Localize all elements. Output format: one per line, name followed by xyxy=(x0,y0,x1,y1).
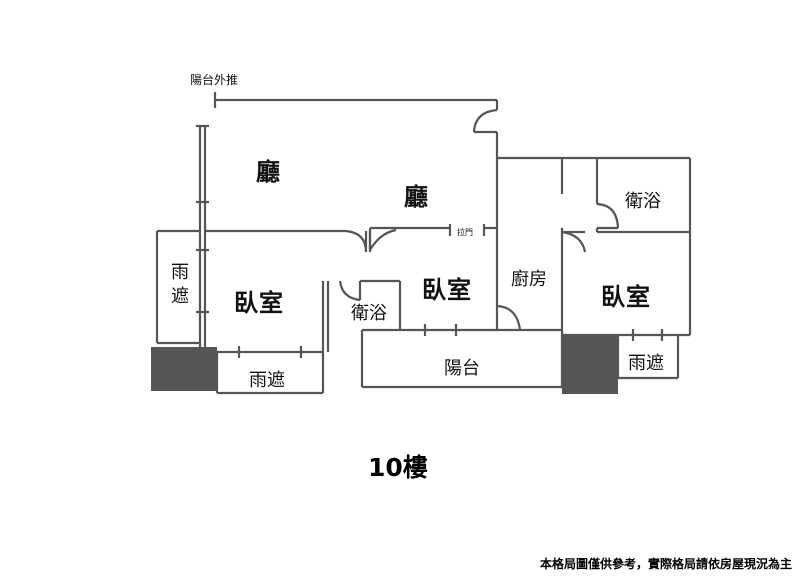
kitchen-label: 廚房 xyxy=(511,269,547,290)
canopy-left-label: 雨遮 xyxy=(168,262,189,310)
bedroom-right-label: 臥室 xyxy=(601,283,651,311)
living-room-label-1: 廳 xyxy=(256,158,281,186)
canopy-right-label: 雨遮 xyxy=(628,353,664,374)
living-room-label-2: 廳 xyxy=(404,183,429,211)
bathroom-mid-label: 衛浴 xyxy=(351,303,387,324)
floor-label: 10樓 xyxy=(368,453,428,482)
balcony-label: 陽台 xyxy=(444,358,480,379)
walls xyxy=(155,92,692,395)
solid-blocks xyxy=(151,335,618,394)
canopy-bottom-label: 雨遮 xyxy=(249,370,285,391)
balcony-push-label: 陽台外推 xyxy=(190,73,239,87)
sliding-door-label: 拉門 xyxy=(457,228,473,237)
disclaimer-text: 本格局圖僅供參考，實際格局請依房屋現況為主 xyxy=(539,557,792,571)
structural-block-right xyxy=(562,335,618,394)
bedroom-left-label: 臥室 xyxy=(234,289,284,317)
structural-block-left xyxy=(151,347,217,391)
bedroom-mid-label: 臥室 xyxy=(422,276,472,304)
bathroom-right-label: 衛浴 xyxy=(625,191,661,212)
